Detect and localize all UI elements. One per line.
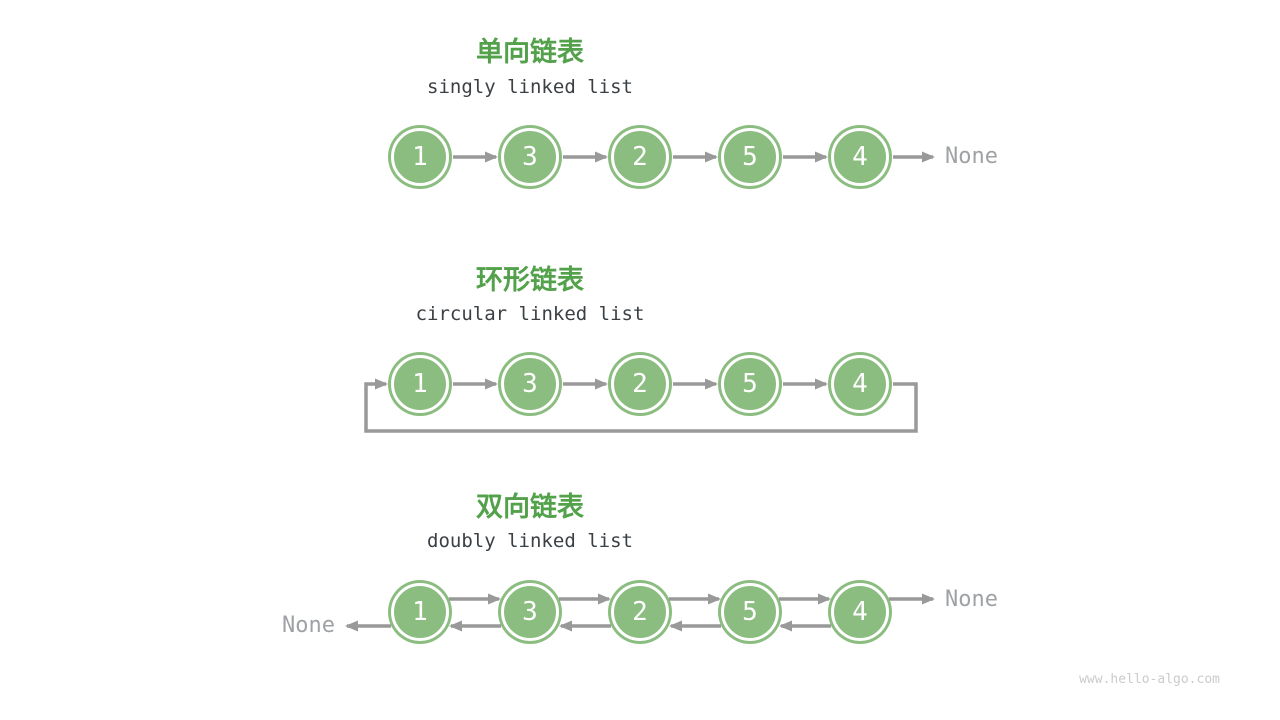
list-node: 1 bbox=[391, 128, 449, 186]
list-node: 2 bbox=[611, 583, 669, 641]
list-node: 5 bbox=[721, 355, 779, 413]
doubly-list-title: 双向链表 bbox=[476, 492, 584, 522]
doubly-head-none-label: None bbox=[282, 613, 335, 638]
circular-list-subtitle: circular linked list bbox=[415, 303, 645, 325]
list-node: 4 bbox=[831, 583, 889, 641]
list-node: 2 bbox=[611, 128, 669, 186]
singly-tail-none-label: None bbox=[945, 144, 998, 169]
list-node: 2 bbox=[611, 355, 669, 413]
list-node: 3 bbox=[501, 583, 559, 641]
doubly-list-subtitle: doubly linked list bbox=[427, 530, 633, 552]
list-node: 1 bbox=[391, 355, 449, 413]
list-node: 3 bbox=[501, 355, 559, 413]
doubly-tail-none-label: None bbox=[945, 587, 998, 612]
list-node: 3 bbox=[501, 128, 559, 186]
watermark: www.hello-algo.com bbox=[1079, 672, 1220, 687]
list-node: 4 bbox=[831, 355, 889, 413]
list-node: 4 bbox=[831, 128, 889, 186]
list-node: 1 bbox=[391, 583, 449, 641]
list-node: 5 bbox=[721, 583, 779, 641]
list-node: 5 bbox=[721, 128, 779, 186]
circular-list-title: 环形链表 bbox=[476, 265, 584, 295]
singly-list-subtitle: singly linked list bbox=[427, 76, 633, 98]
singly-list-title: 单向链表 bbox=[476, 37, 584, 67]
